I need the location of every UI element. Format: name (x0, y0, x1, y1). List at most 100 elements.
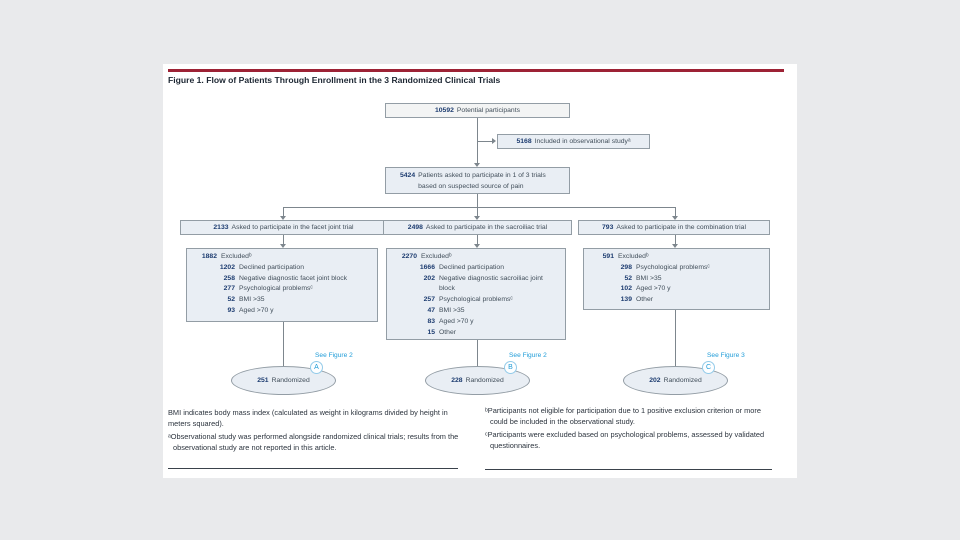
excluded-row: 2270 Excludedᵇ (391, 252, 561, 263)
box-observational-study: 5168 Included in observational studyᵃ (497, 134, 650, 149)
label-potential: Potential participants (456, 107, 520, 114)
count-potential: 10592 (434, 107, 454, 114)
label-randomized: Randomized (465, 377, 504, 384)
label-combination-trial: Asked to participate in the combination … (616, 224, 746, 231)
count-observational: 5168 (516, 138, 532, 145)
excluded-count: 93 (227, 306, 235, 314)
footnotes-left-column: BMI indicates body mass index (calculate… (168, 408, 460, 456)
arrowhead-down (672, 216, 678, 220)
arrowhead-down (474, 163, 480, 167)
see-figure-label: See Figure 3 (707, 352, 745, 359)
connector-line (477, 194, 478, 207)
bottom-rule-left (168, 468, 458, 469)
excluded-row: 93 Aged >70 y (191, 306, 373, 317)
connector-line (283, 322, 284, 366)
figure-title: Figure 1. Flow of Patients Through Enrol… (168, 75, 501, 85)
excluded-row: 102 Aged >70 y (588, 284, 765, 295)
excluded-count: 1882 (201, 253, 217, 260)
label-randomized: Randomized (271, 377, 310, 384)
excluded-label: BMI >35 (239, 296, 265, 304)
excluded-label: Aged >70 y (439, 317, 474, 325)
excluded-label: Excludedᵇ (618, 253, 649, 260)
circled-letter-a: A (310, 361, 323, 374)
excluded-row: 52 BMI >35 (191, 295, 373, 306)
arrowhead-right (492, 138, 496, 144)
box-facet-trial: 2133 Asked to participate in the facet j… (180, 220, 387, 235)
excluded-label: Excludedᵇ (221, 253, 252, 260)
footnote-a: ᵃObservational study was performed along… (168, 432, 460, 453)
excluded-count: 298 (620, 263, 632, 271)
footnote-marker: ᶜ (485, 430, 488, 440)
excluded-label: BMI >35 (636, 274, 662, 282)
box-combination-trial: 793 Asked to participate in the combinat… (578, 220, 770, 235)
excluded-count: 257 (423, 296, 435, 304)
excluded-row: 1882 Excludedᵇ (191, 252, 373, 263)
arrowhead-down (280, 244, 286, 248)
excluded-row: 298 Psychological problemsᶜ (588, 263, 765, 274)
count-randomized: 251 (257, 377, 269, 384)
connector-line (283, 207, 676, 208)
arrowhead-down (280, 216, 286, 220)
excluded-count: 83 (427, 317, 435, 325)
label-sacroiliac-trial: Asked to participate in the sacroiliac t… (425, 224, 548, 231)
see-figure-label: See Figure 2 (509, 352, 547, 359)
connector-line (283, 235, 284, 244)
count-randomized: 228 (451, 377, 463, 384)
label-facet-trial: Asked to participate in the facet joint … (231, 224, 354, 231)
connector-line (477, 118, 478, 163)
circled-letter-b: B (504, 361, 517, 374)
excluded-count: 591 (602, 253, 614, 260)
circled-letter-c: C (702, 361, 715, 374)
excluded-count: 15 (427, 328, 435, 336)
connector-line (283, 207, 284, 216)
connector-line (675, 235, 676, 244)
excluded-count: 102 (620, 285, 632, 293)
count-sacroiliac-trial: 2498 (407, 224, 423, 231)
excluded-count: 258 (223, 274, 235, 282)
excluded-count: 202 (423, 274, 435, 282)
excluded-label: Negative diagnostic facet joint block (239, 274, 348, 282)
excluded-label: Aged >70 y (636, 285, 671, 293)
excluded-count: 1666 (419, 263, 435, 271)
arrowhead-down (672, 244, 678, 248)
excluded-label: Psychological problemsᶜ (239, 285, 313, 293)
arrowhead-down (474, 244, 480, 248)
excluded-count: 47 (427, 306, 435, 314)
excluded-label: Excludedᵇ (421, 253, 452, 260)
excluded-count: 52 (624, 274, 632, 282)
count-facet-trial: 2133 (213, 224, 229, 231)
connector-line (477, 340, 478, 366)
excluded-label: Other (636, 296, 653, 304)
connector-line (675, 310, 676, 366)
excluded-label: Psychological problemsᶜ (636, 263, 710, 271)
connector-line (477, 235, 478, 244)
count-randomized: 202 (649, 377, 661, 384)
connector-line (477, 141, 492, 142)
excluded-row: 83 Aged >70 y (391, 317, 561, 328)
box-sacroiliac-trial: 2498 Asked to participate in the sacroil… (383, 220, 572, 235)
arrowhead-down (474, 216, 480, 220)
footnote-text: Observational study was performed alongs… (170, 432, 459, 452)
excluded-row: 591 Excludedᵇ (588, 252, 765, 263)
box-asked-to-participate: 5424 Patients asked to participate in 1 … (385, 167, 570, 194)
accent-bar (168, 69, 784, 72)
excluded-count: 2270 (401, 253, 417, 260)
footnote-marker: ᵃ (168, 432, 171, 442)
label-asked: Patients asked to participate in 1 of 3 … (418, 172, 546, 190)
excluded-count: 52 (227, 296, 235, 304)
excluded-row: 52 BMI >35 (588, 274, 765, 285)
excluded-label: Declined participation (239, 263, 304, 271)
count-asked: 5424 (400, 172, 416, 179)
footnote-text: Participants not eligible for participat… (487, 406, 761, 426)
footnote-b: ᵇParticipants not eligible for participa… (485, 406, 774, 427)
excluded-label: Aged >70 y (239, 306, 274, 314)
